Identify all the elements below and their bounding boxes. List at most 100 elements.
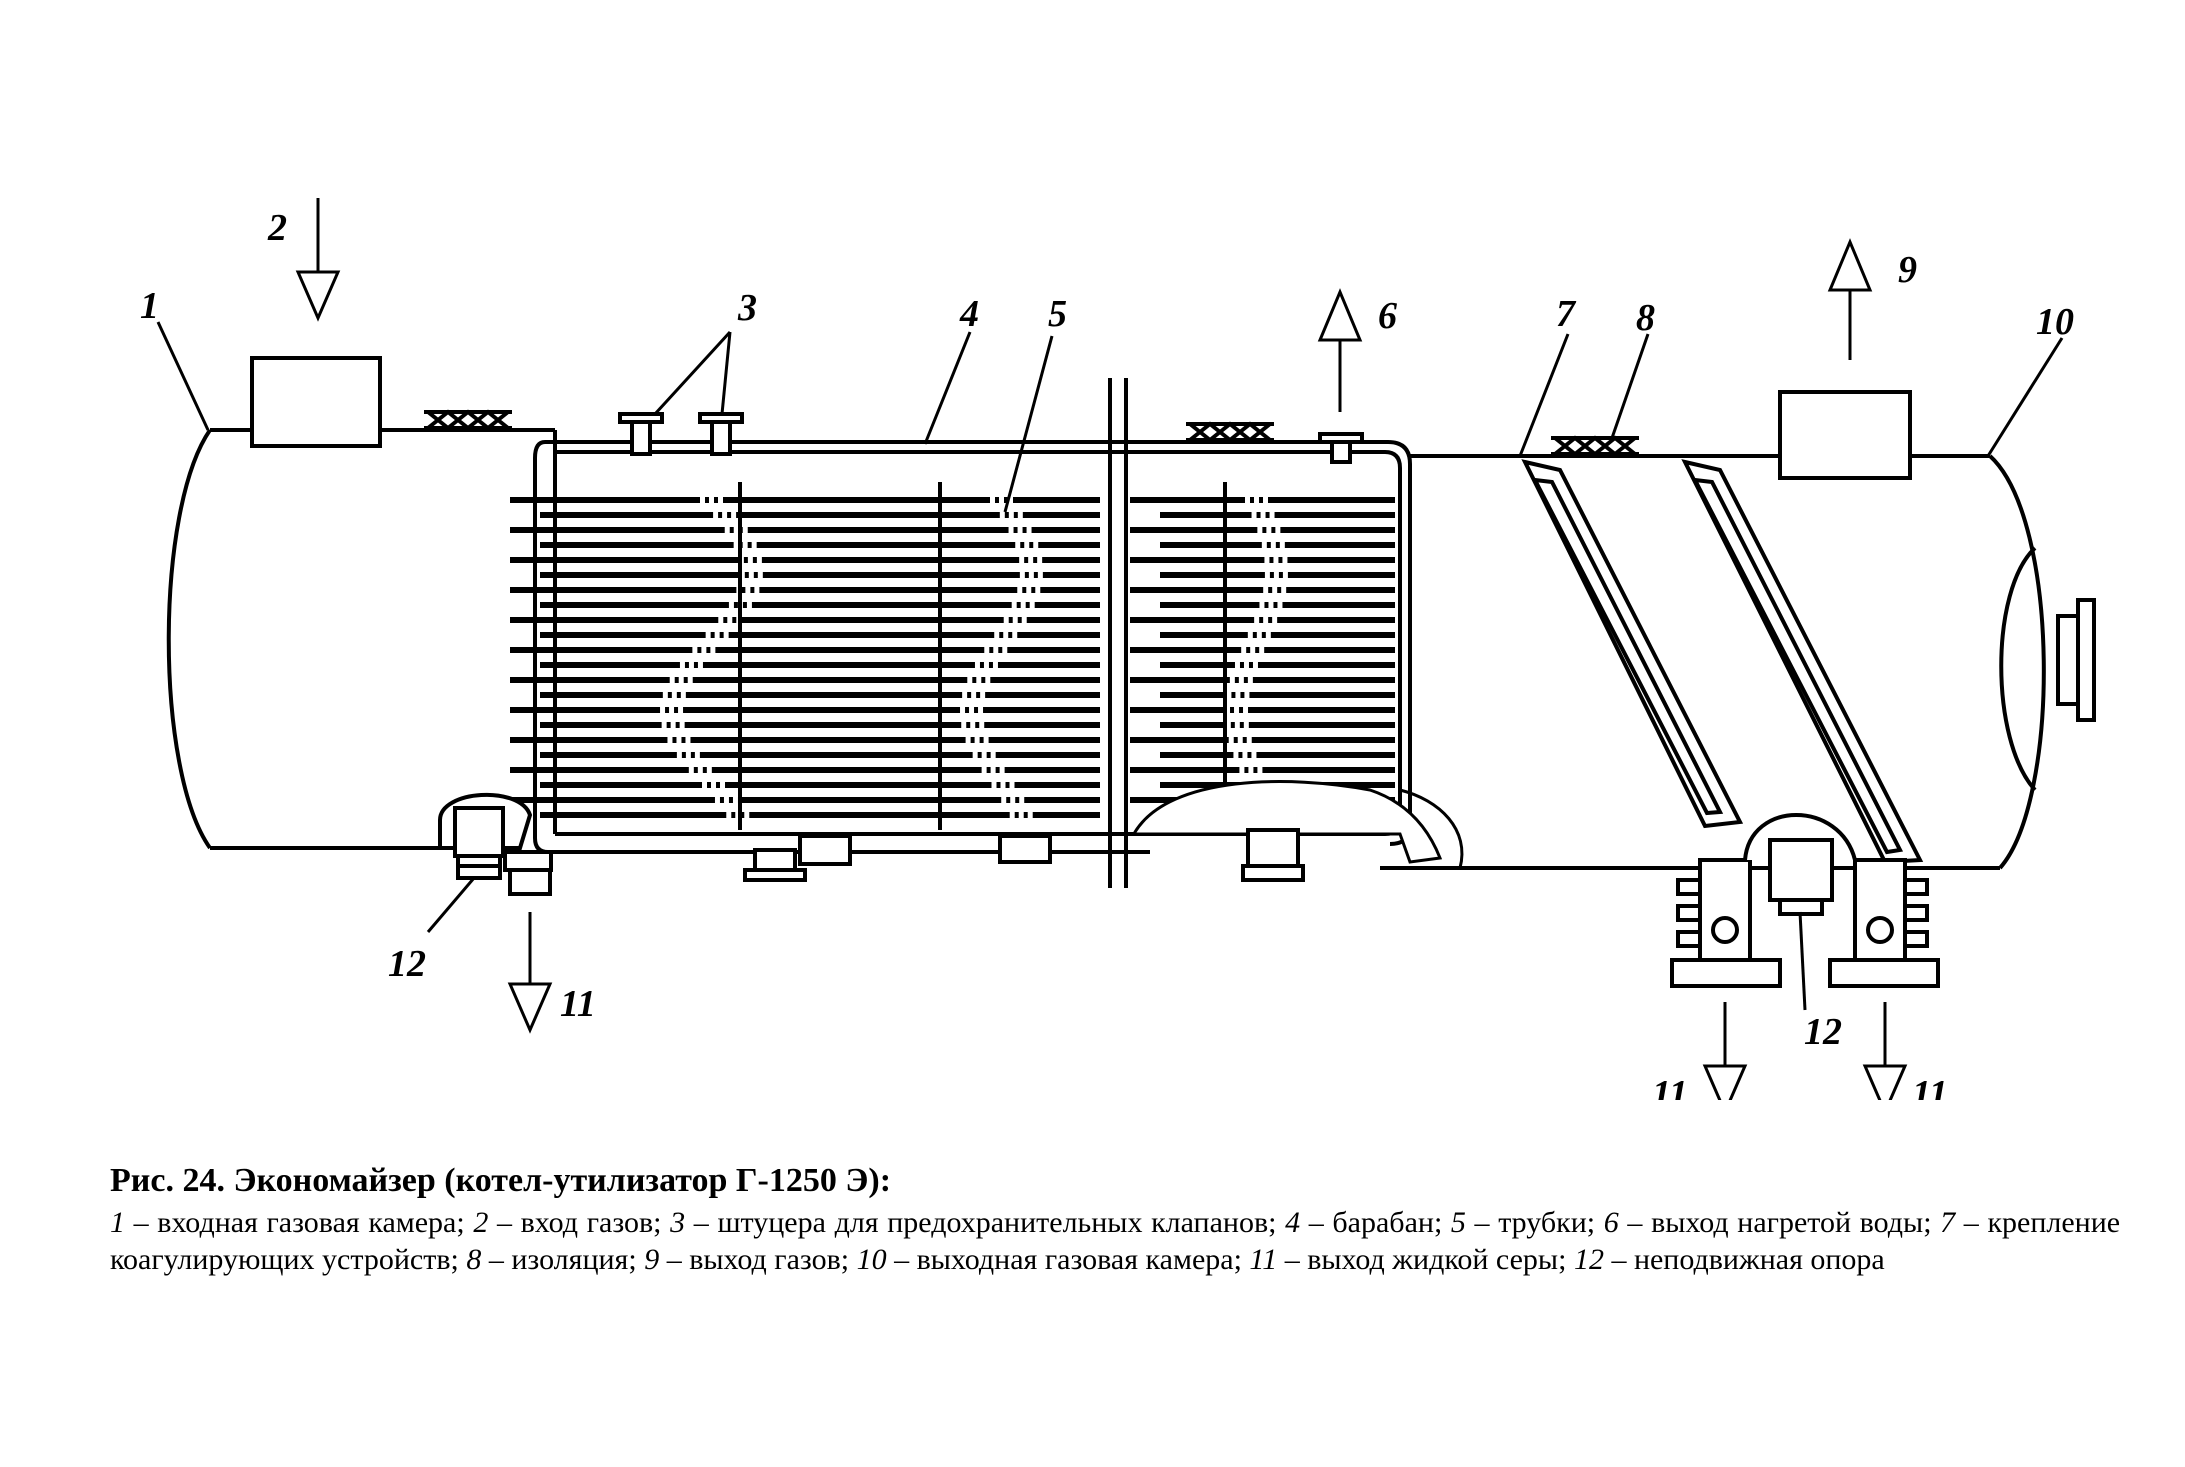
drum-supports (743, 828, 1305, 882)
spacer-dot (694, 751, 700, 759)
spacer-dot (1252, 661, 1258, 669)
spacer-dot (1282, 556, 1288, 564)
spacer-dot (700, 496, 705, 504)
spacer-dot (697, 766, 703, 774)
spacer-dot (714, 796, 720, 804)
spacer-dot (744, 811, 750, 819)
label-4: 4 (959, 293, 979, 335)
spacer-dot (990, 751, 996, 759)
spacer-dot (746, 601, 752, 609)
legend-item: 9 – выход газов; (644, 1243, 857, 1277)
spacer-dot (722, 511, 728, 519)
spacer-dot (1028, 571, 1034, 579)
legend-item: 3 – штуцера для предохранительных клапан… (670, 1206, 1286, 1240)
spacer-dot (688, 766, 694, 774)
spacer-dot (1000, 781, 1006, 789)
spacer-dot (688, 661, 694, 669)
spacer-dot (1225, 706, 1231, 714)
label-8: 8 (1636, 297, 1655, 339)
spacer-dot (969, 706, 975, 714)
legend-text: неподвижная опора (1633, 1243, 1885, 1277)
spacer-dot (670, 721, 676, 729)
sulfur-outlet-arrows-right (1702, 1002, 1908, 1100)
figure-legend: 1 – входная газовая камера; 2 – вход газ… (110, 1205, 2120, 1278)
spacer-dot (735, 811, 741, 819)
label-3: 3 (737, 287, 757, 329)
gas-outlet-arrow (1827, 238, 1873, 360)
spacer-dot (1260, 511, 1266, 519)
spacer-dot (1008, 526, 1014, 534)
spacer-dot (1263, 616, 1269, 624)
spacer-dot (1017, 586, 1023, 594)
spacer-dot (1011, 601, 1017, 609)
spacer-dot (697, 661, 703, 669)
spacer-dot (678, 676, 684, 684)
legend-number: 9 (644, 1243, 660, 1277)
spacer-dot (1266, 526, 1272, 534)
spacer-dot (979, 721, 985, 729)
spacer-dot (999, 511, 1005, 519)
spacer-dot (990, 766, 996, 774)
spacer-dot (1028, 556, 1034, 564)
spacer-dot (1242, 751, 1248, 759)
legend-text: изоляция (511, 1243, 629, 1277)
outlet-chamber-supports (1670, 858, 1940, 988)
spacer-dot (1017, 511, 1023, 519)
legend-number: 8 (466, 1243, 482, 1277)
spacer-dot (711, 781, 717, 789)
spacer-dot (733, 526, 739, 534)
spacer-dot (679, 661, 685, 669)
tube-baffles (738, 482, 1227, 830)
spacer-dot (981, 751, 987, 759)
spacer-dot (723, 631, 729, 639)
spacer-dot (731, 511, 737, 519)
spacer-dot (1021, 616, 1027, 624)
spacer-dot (1243, 721, 1249, 729)
spacer-dot (687, 676, 693, 684)
spacer-dot (726, 811, 732, 819)
spacer-dot (1243, 661, 1249, 669)
legend-number: 6 (1603, 1206, 1619, 1240)
inlet-gas-chamber (166, 428, 557, 850)
break-lines (1108, 378, 1128, 888)
label-1: 1 (140, 285, 159, 327)
spacer-dot (990, 496, 995, 504)
gas-inlet-box (250, 356, 382, 448)
spacer-dot (974, 661, 980, 669)
spacer-dot (970, 721, 976, 729)
legend-number: 1 (110, 1206, 125, 1240)
spacer-dot (999, 766, 1005, 774)
spacer-dot (960, 706, 966, 714)
spacer-dot (660, 706, 666, 714)
spacer-dot (1268, 601, 1274, 609)
outlet-flange (2056, 598, 2096, 722)
spacer-dot (709, 496, 714, 504)
spacer-dot (728, 601, 734, 609)
spacer-dot (718, 616, 724, 624)
spacer-dot (1250, 646, 1256, 654)
spacer-dot (1228, 736, 1234, 744)
spacer-dot (991, 781, 997, 789)
spacer-dot (1233, 751, 1239, 759)
spacer-dot (685, 736, 691, 744)
legend-number: 11 (1249, 1243, 1278, 1277)
legend-item: 1 – входная газовая камера; (110, 1206, 474, 1240)
spacer-dot (745, 586, 751, 594)
spacer-dot (1009, 811, 1015, 819)
label-9: 9 (1898, 249, 1917, 291)
spacer-dot (713, 511, 719, 519)
spacer-dot (710, 646, 716, 654)
spacer-dot (705, 631, 711, 639)
spacer-dot (1008, 511, 1014, 519)
spacer-dot (972, 751, 978, 759)
spacer-dot (1225, 721, 1231, 729)
spacer-dot (685, 751, 691, 759)
spacer-dot (702, 781, 708, 789)
spacer-dot (1226, 691, 1232, 699)
spacer-dot (679, 721, 685, 729)
spacer-dot (669, 676, 675, 684)
spacer-dot (1270, 541, 1276, 549)
spacer-dot (976, 676, 982, 684)
spacer-dot (974, 736, 980, 744)
spacer-dot (748, 571, 754, 579)
